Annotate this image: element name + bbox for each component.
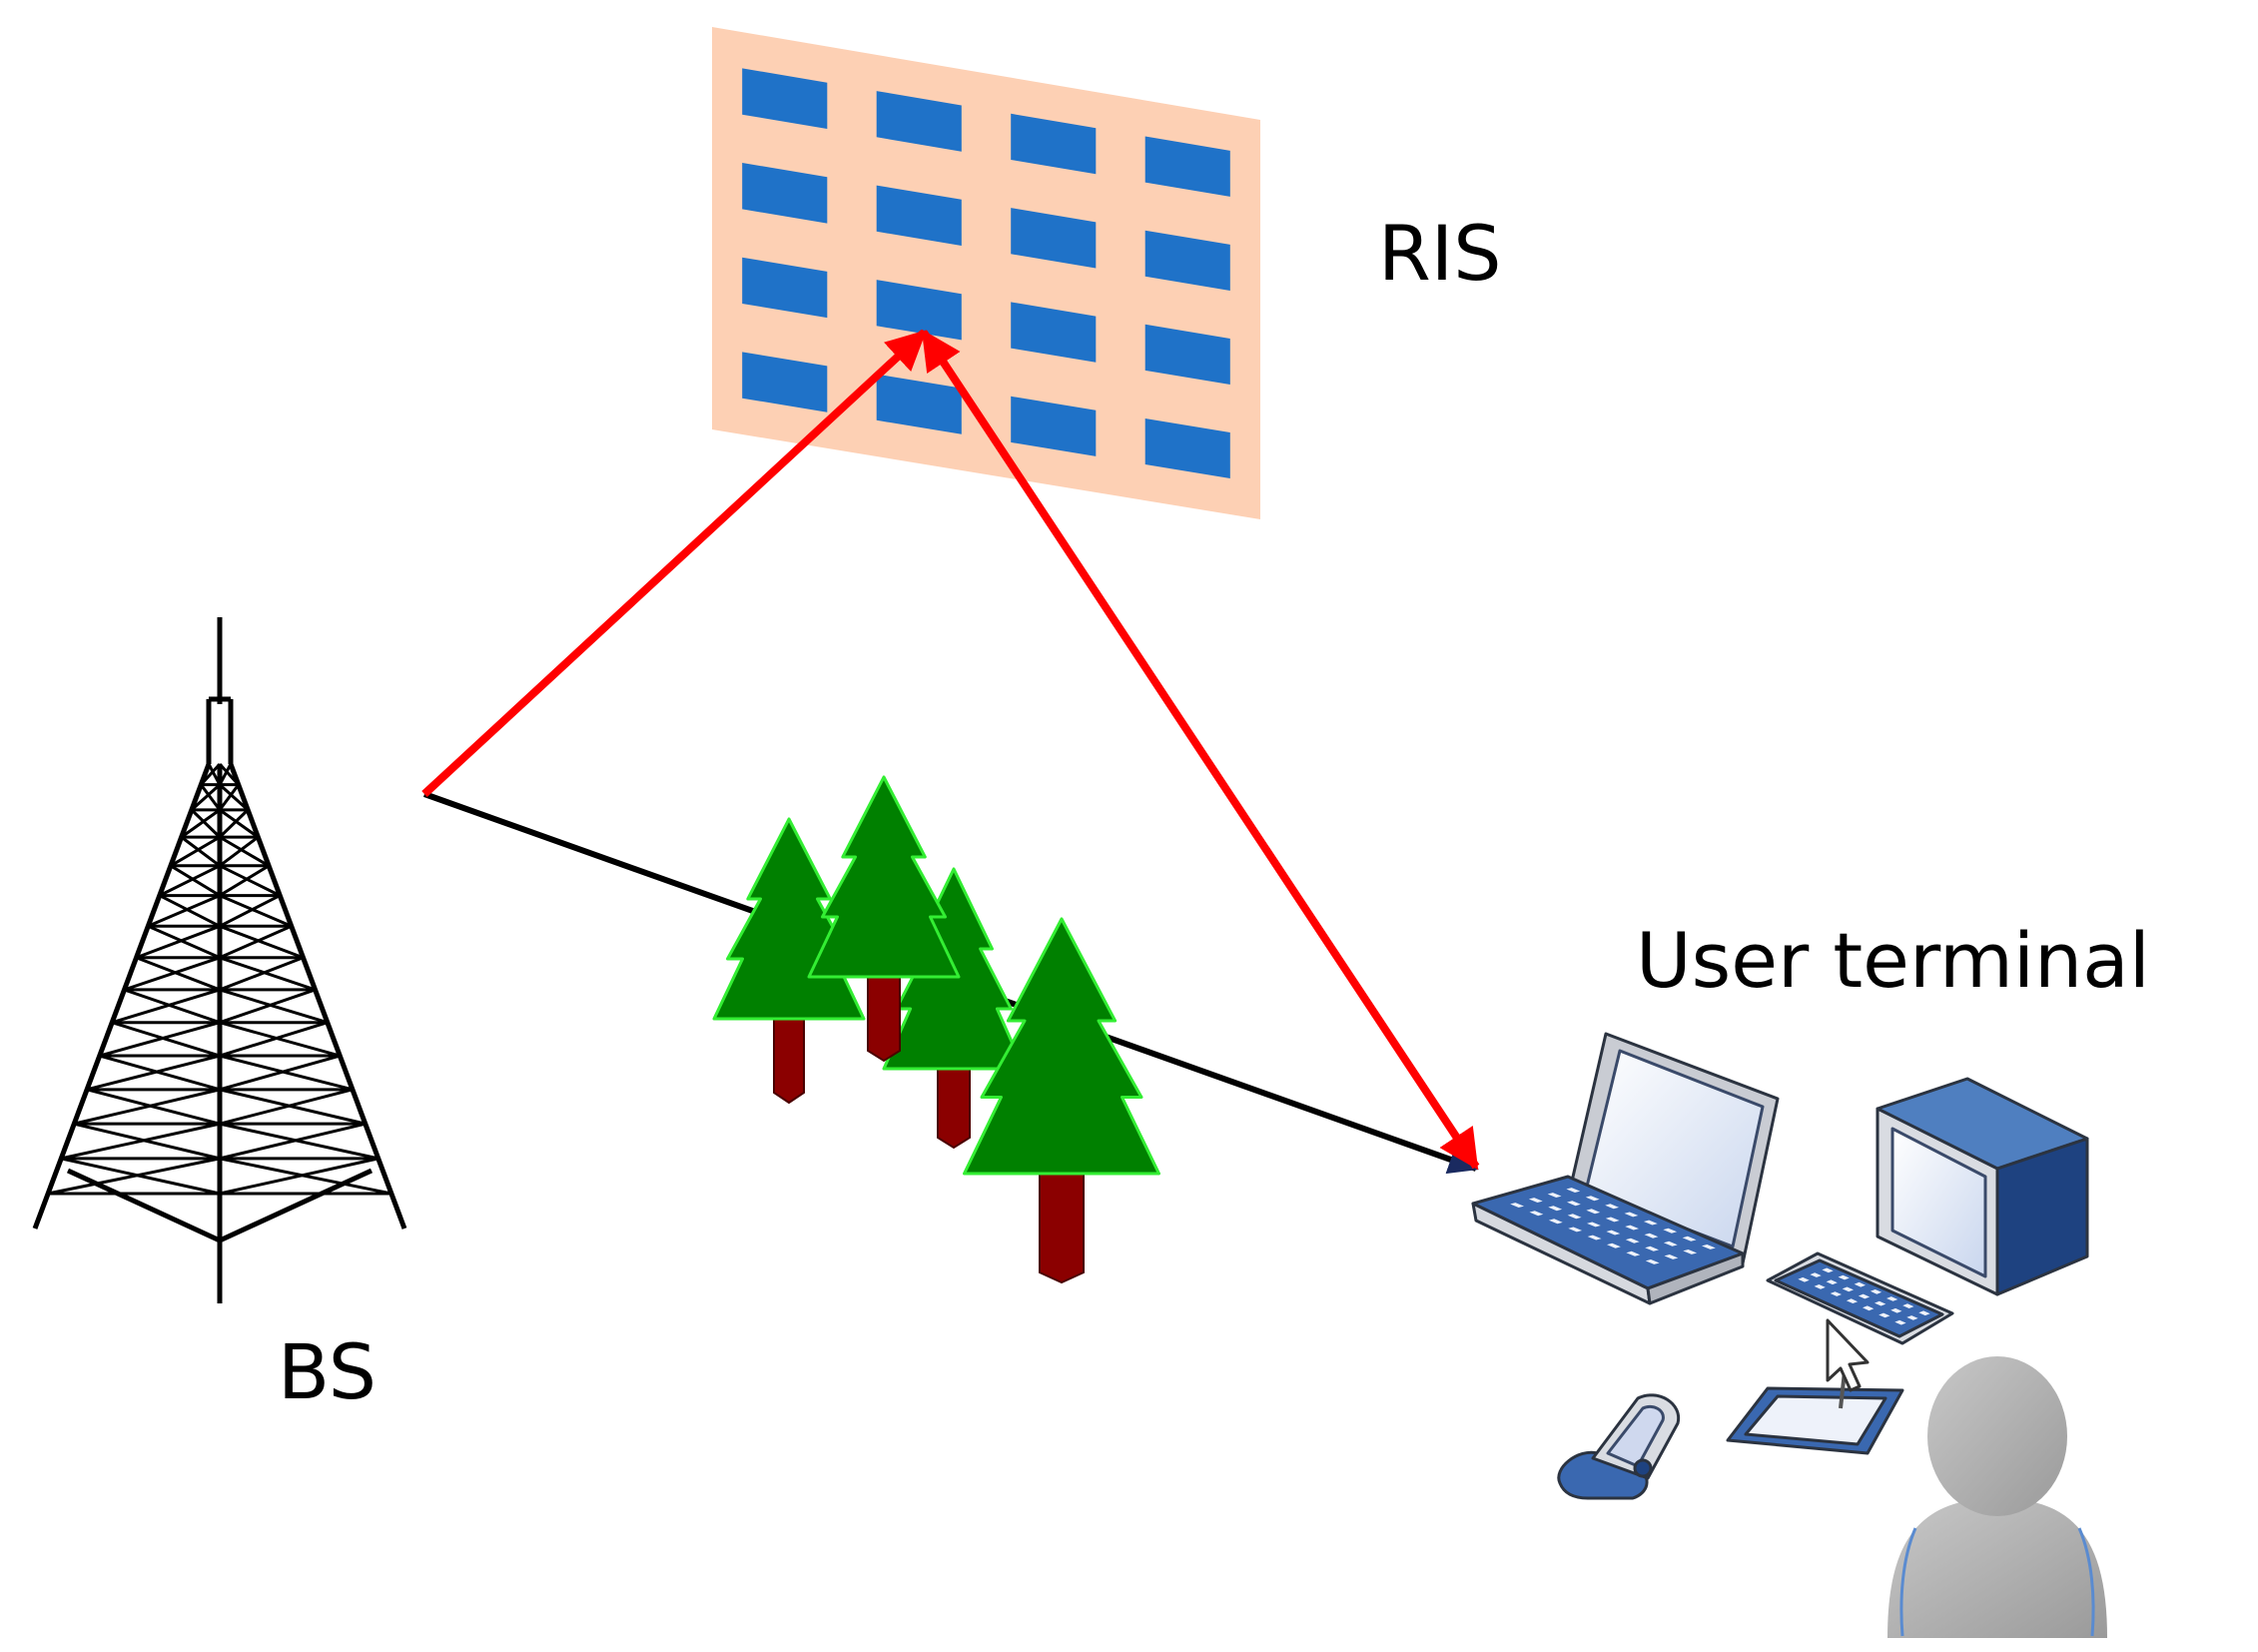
bs-to-ris-link — [421, 330, 927, 797]
ris-element — [742, 68, 828, 129]
laptop-icon — [1471, 1032, 1780, 1305]
ris-element — [742, 352, 828, 413]
desktop-monitor-icon — [1876, 1077, 2089, 1296]
ris-label: RIS — [1378, 209, 1501, 298]
ris-element — [876, 280, 962, 341]
ris-element — [1144, 230, 1230, 291]
ris-element — [1144, 136, 1230, 197]
tree-icon — [807, 775, 961, 1063]
user-icon — [1887, 1356, 2107, 1638]
user-terminal-label: User terminal — [1636, 916, 2150, 1005]
ris-element — [876, 91, 962, 152]
ris-to-user-link — [920, 329, 1480, 1171]
ris-element — [1011, 208, 1097, 269]
bs-label: BS — [278, 1327, 376, 1416]
mobile-phone-icon — [1557, 1393, 1681, 1500]
lattice-tower-icon — [32, 617, 407, 1303]
ris-element — [876, 185, 962, 246]
cursor-icon — [1826, 1318, 1870, 1392]
ris-element-grid — [742, 68, 1230, 478]
tree-cluster — [712, 775, 1160, 1284]
keyboard-icon — [1766, 1251, 1954, 1345]
ris-element — [1011, 113, 1097, 175]
ris-element — [742, 163, 828, 224]
ris-element — [742, 257, 828, 319]
ris-panel — [712, 27, 1260, 519]
tree-icon — [963, 917, 1160, 1284]
drawing-tablet-icon — [1726, 1342, 1904, 1455]
